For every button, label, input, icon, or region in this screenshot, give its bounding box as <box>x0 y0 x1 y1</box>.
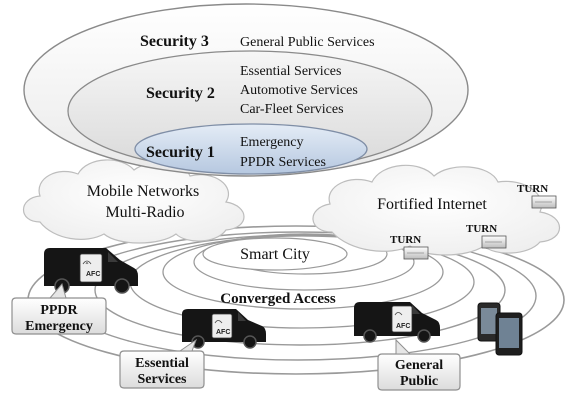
security-level-1-ellipse: Security 1 Emergency PPDR Services <box>134 123 368 175</box>
fortified-internet-cloud: Fortified Internet <box>312 164 560 256</box>
mobile-networks-cloud: Mobile Networks Multi-Radio <box>23 159 245 244</box>
services-label: Services <box>138 372 188 387</box>
public-label: Public <box>400 374 438 389</box>
security-1-label: Security 1 <box>146 144 215 161</box>
general-public-callout: General Public <box>377 338 461 391</box>
general-label: General <box>395 358 443 373</box>
smart-city-label: Smart City <box>240 246 310 263</box>
smart-city-hub: Smart City <box>202 237 348 271</box>
converged-access-rings <box>27 225 565 375</box>
afc-label: AFC <box>396 323 410 330</box>
general-public-services-label: General Public Services <box>240 35 375 50</box>
ppdr-label: PPDR <box>40 303 78 318</box>
turn-label: TURN <box>390 234 421 246</box>
fortified-internet-label: Fortified Internet <box>377 196 487 213</box>
turn-server-1: TURN <box>517 183 557 209</box>
essential-services-label: Essential Services <box>240 64 341 79</box>
mobile-networks-label: Mobile Networks <box>87 183 199 200</box>
multi-radio-label: Multi-Radio <box>105 204 184 221</box>
general-public-van: AFC <box>354 302 440 343</box>
afc-label: AFC <box>86 271 100 278</box>
automotive-services-label: Automotive Services <box>240 83 358 98</box>
turn-label: TURN <box>466 223 497 235</box>
turn-server-3: TURN <box>390 234 429 260</box>
emergency-callout-label: Emergency <box>25 319 93 334</box>
security-3-label: Security 3 <box>140 33 209 50</box>
emergency-label: Emergency <box>240 135 304 150</box>
ppdr-services-label: PPDR Services <box>240 155 326 170</box>
car-fleet-services-label: Car-Fleet Services <box>240 102 344 117</box>
afc-label: AFC <box>216 329 230 336</box>
essential-services-callout: Essential Services <box>119 338 205 389</box>
ppdr-van: AFC <box>44 248 138 294</box>
security-2-label: Security 2 <box>146 85 215 102</box>
smartphone-icon <box>477 302 523 356</box>
essential-label: Essential <box>135 356 189 371</box>
essential-services-van: AFC <box>182 309 266 349</box>
turn-label: TURN <box>517 183 548 195</box>
ppdr-emergency-callout: PPDR Emergency <box>11 282 107 335</box>
converged-access-label: Converged Access <box>220 291 336 307</box>
turn-server-2: TURN <box>466 223 507 249</box>
